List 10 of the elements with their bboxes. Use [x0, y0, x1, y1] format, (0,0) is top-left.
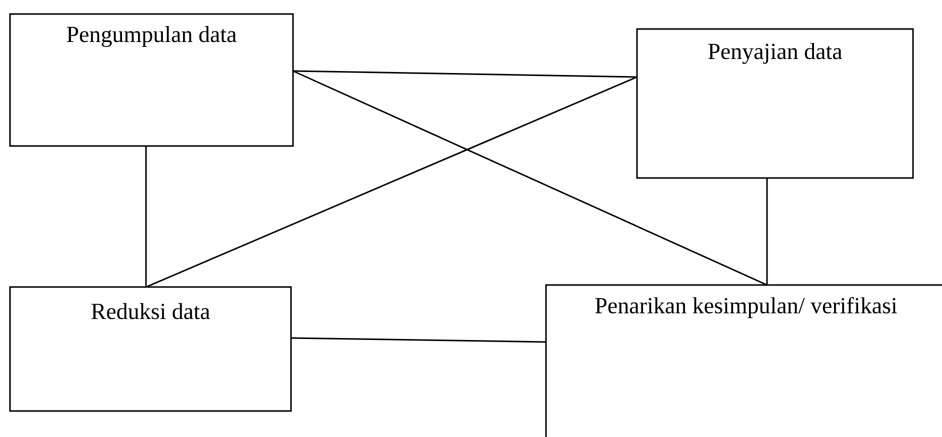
process-box: Penarikan kesimpulan/ verifikasi — [545, 284, 942, 437]
process-box: Penyajian data — [636, 28, 914, 179]
connector-line — [145, 146, 147, 287]
connector-line — [292, 70, 768, 286]
connector-line — [293, 70, 638, 78]
connector-line — [766, 178, 768, 285]
process-box: Pengumpulan data — [9, 13, 294, 147]
connector-line — [291, 337, 546, 343]
process-box: Reduksi data — [9, 286, 292, 412]
connector-line — [146, 76, 638, 288]
